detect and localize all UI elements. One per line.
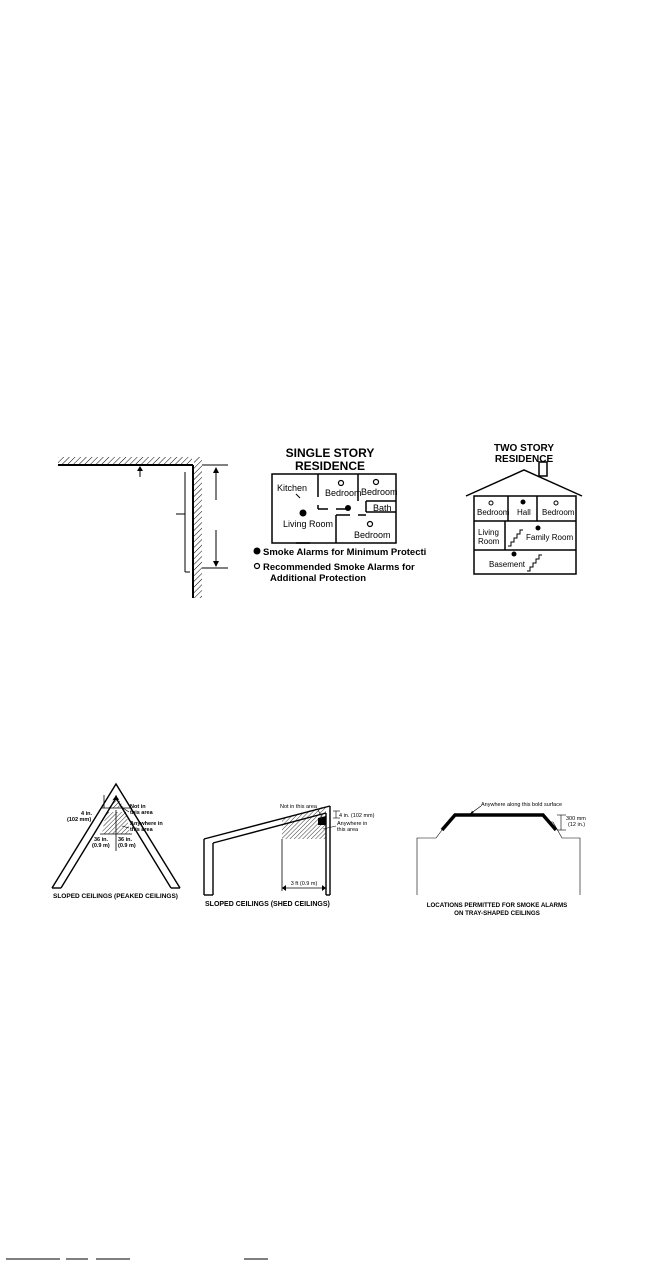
two-story-title-2: RESIDENCE — [495, 454, 554, 465]
peaked-roof-outline — [51, 782, 181, 889]
shed-roof-outline — [203, 805, 331, 896]
room-living-2: Room — [478, 537, 500, 546]
peak-dim-text-2: (102 mm) — [67, 817, 91, 823]
tray-dim-text-1: 300 mm — [566, 816, 586, 822]
recommended-alarm-icon — [488, 500, 494, 506]
wall-hatch — [194, 457, 202, 598]
legend-recommended-text-2: Additional Protection — [270, 573, 366, 584]
peaked-ceiling-diagram: 4 in. (102 mm) Not in this area Anywhere… — [51, 782, 181, 900]
tray-right-wall — [548, 821, 581, 895]
tray-note: Anywhere along this bold surface — [481, 802, 562, 808]
peaked-caption: SLOPED CEILINGS (PEAKED CEILINGS) — [53, 893, 178, 900]
room-living-room: Living Room — [283, 519, 333, 529]
legend-recommended-icon — [253, 562, 261, 570]
peak-not-in-1: Not in — [130, 804, 146, 810]
recommended-alarm-icon — [553, 500, 559, 506]
room-bedroom-left: Bedroom — [477, 508, 510, 517]
legend-recommended-text-1: Recommended Smoke Alarms for — [263, 562, 415, 573]
recommended-alarm-icon — [366, 520, 374, 528]
wall-ceiling-diagram — [58, 457, 228, 598]
single-story-floor-plan — [271, 473, 397, 544]
ceiling-hatch — [58, 457, 192, 465]
stairs-icon — [508, 529, 542, 572]
two-story-house-outline — [465, 461, 583, 575]
tray-ceiling-diagram: Anywhere along this bold surface 300 mm … — [416, 802, 586, 917]
room-bedroom-b: Bedroom — [361, 487, 398, 497]
shed-permitted-area — [282, 806, 326, 839]
recommended-alarm-icon — [337, 479, 345, 487]
shed-ceiling-diagram: 3 ft (0.9 m) Not in this area 4 in. (102… — [203, 804, 375, 908]
room-kitchen: Kitchen — [277, 483, 307, 493]
room-family-room: Family Room — [526, 533, 573, 542]
peak-left-dim-1: 36 in. — [94, 837, 109, 843]
shed-dim-text: 4 in. (102 mm) — [339, 813, 375, 819]
single-story-title-1: SINGLE STORY — [286, 446, 375, 460]
room-bedroom-right: Bedroom — [542, 508, 575, 517]
room-basement: Basement — [489, 560, 526, 569]
shed-caption: SLOPED CEILINGS (SHED CEILINGS) — [205, 901, 330, 908]
peak-not-in-2: this area — [130, 810, 154, 816]
peak-dim-text-1: 4 in. — [81, 811, 92, 817]
shed-not-in-text: Not in this area — [280, 804, 318, 810]
room-bath: Bath — [373, 503, 392, 513]
peak-right-dim-1: 36 in. — [118, 837, 133, 843]
room-hall: Hall — [517, 508, 531, 517]
room-bedroom-c: Bedroom — [354, 530, 391, 540]
minimum-alarm-icon — [535, 525, 541, 531]
shed-anywhere-2: this area — [337, 827, 359, 833]
two-story-title-1: TWO STORY — [494, 443, 554, 454]
room-bedroom-a: Bedroom — [325, 488, 362, 498]
peak-anywhere-1: Anywhere in — [130, 821, 163, 827]
peak-left-dim-2: (0.9 m) — [92, 843, 110, 849]
minimum-alarm-icon — [520, 499, 526, 505]
minimum-alarm-icon — [299, 509, 307, 517]
single-story-title-2: RESIDENCE — [295, 459, 365, 473]
peak-right-dim-2: (0.9 m) — [118, 843, 136, 849]
shed-anywhere-1: Anywhere in — [337, 821, 367, 827]
tray-caption-2: ON TRAY-SHAPED CEILINGS — [454, 910, 540, 917]
room-living-1: Living — [478, 528, 499, 537]
legend-minimum-icon — [253, 547, 261, 555]
shed-width-text: 3 ft (0.9 m) — [291, 881, 318, 887]
legend-minimum-text: Smoke Alarms for Minimum Protecti — [263, 547, 426, 558]
peak-anywhere-2: this area — [130, 827, 154, 833]
tray-dim-text-2: (12 in.) — [568, 822, 585, 828]
minimum-alarm-icon — [511, 551, 517, 557]
minimum-alarm-icon — [345, 505, 351, 511]
single-story-residence: SINGLE STORY RESIDENCE Kitchen Bedroom B… — [253, 446, 426, 584]
two-story-residence: TWO STORY RESIDENCE Bedroom Hall Bedroom… — [465, 443, 583, 575]
recommended-alarm-icon — [372, 478, 380, 486]
shed-excluded-area — [318, 816, 326, 825]
tray-left-wall — [416, 821, 451, 895]
tray-bold-surface — [440, 813, 558, 832]
tray-caption-1: LOCATIONS PERMITTED FOR SMOKE ALARMS — [427, 902, 568, 909]
